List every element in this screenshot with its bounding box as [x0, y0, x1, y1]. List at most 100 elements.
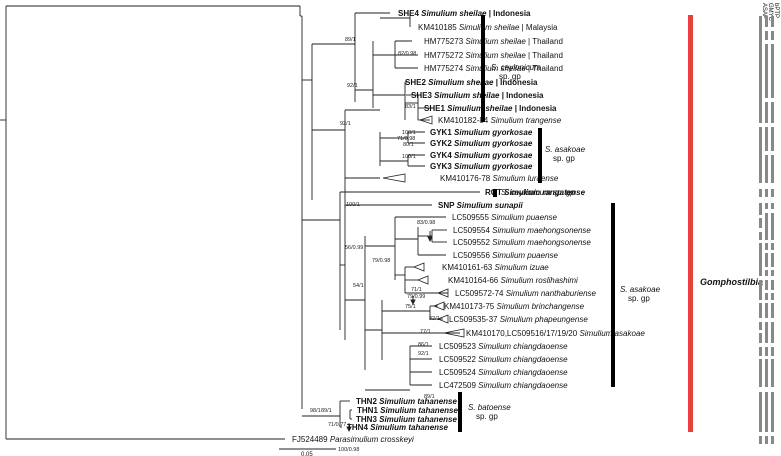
tip-id: LC509556: [453, 251, 492, 260]
tip-label: LC509572-74 Simulium nanthaburiense: [455, 289, 597, 298]
delimitation-segment: [765, 347, 768, 356]
tip-label: LC509555 Simulium puaense: [452, 213, 558, 222]
tip-label: KM410185 Simulium sheilae | Malaysia: [418, 23, 558, 32]
tip-label: HM775272 Simulium sheilae | Thailand: [424, 51, 563, 60]
delimitation-segment: [771, 155, 774, 183]
collapsed-clade-luraense: [382, 173, 406, 183]
delimitation-segment: [771, 189, 774, 197]
tip-species: Simulium gyorkosae: [454, 128, 533, 137]
tip-species: Simulium chiangdaoense: [478, 355, 568, 364]
species-group-suffix: sp. gp: [499, 72, 521, 81]
species-group-name: S. asakoae: [545, 145, 586, 154]
delimitation-segment: [759, 189, 762, 197]
support-value: 83/0.98: [417, 220, 435, 226]
support-value: 82/1: [429, 316, 440, 322]
tip-label: LC509523 Simulium chiangdaoense: [439, 342, 568, 351]
tip-id: KM410176-78: [440, 174, 492, 183]
delimitation-segment: [765, 189, 768, 197]
delimitation-segment: [759, 436, 762, 444]
tip-id: HM775273: [424, 37, 465, 46]
delimitation-segment: [771, 347, 774, 356]
species-group-name: S. asakoae: [620, 285, 661, 294]
species-group-name: S. batoense: [468, 403, 511, 412]
tip-id: LC509572-74: [455, 289, 506, 298]
tip-locality: | Malaysia: [519, 23, 558, 32]
tip-id: KM410161-63: [442, 263, 494, 272]
tip-label: SHE1 Simulium sheilae | Indonesia: [424, 104, 557, 113]
delimitation-segment: [759, 392, 762, 432]
tip-id: FJ524489: [292, 435, 330, 444]
tip-id: THN1: [357, 406, 380, 415]
delimitation-segment: [759, 232, 762, 240]
support-value: 100/1: [346, 202, 360, 208]
tip-label: GYK4 Simulium gyorkosae: [430, 151, 533, 160]
delimitation-segment: [771, 127, 774, 151]
tip-label: SHE2 Simulium sheilae | Indonesia: [405, 78, 538, 87]
tip-label: KM410173-75 Simulium brinchangense: [444, 302, 585, 311]
method-header: bPTP: [773, 3, 779, 18]
delimitation-segment: [759, 359, 762, 387]
support-value: 89/1: [345, 37, 356, 43]
delimitation-segment: [765, 31, 768, 40]
delimitation-segment: [765, 102, 768, 123]
tip-species: Simulium trangense: [490, 116, 561, 125]
tip-id: THN2: [356, 397, 379, 406]
delimitation-segment: [759, 347, 762, 356]
support-value: 71/1: [411, 287, 422, 293]
tip-label: KM410164-66 Simulium roslihashimi: [448, 276, 578, 285]
tip-id: SNP: [438, 201, 457, 210]
tip-label: SHE3 Simulium sheilae | Indonesia: [411, 91, 544, 100]
tip-id: GYK2: [430, 139, 454, 148]
support-value: 100/0.98: [338, 447, 359, 453]
delimitation-segment: [765, 280, 768, 290]
tip-id: LC509555: [452, 213, 491, 222]
support-values: 89/192/182/0.9883/171/0.9880/192/1100/11…: [310, 37, 440, 453]
tip-locality: | Indonesia: [493, 78, 538, 87]
support-value: 89/1: [424, 394, 435, 400]
delimitation-segment: [771, 392, 774, 432]
tip-locality: | Thailand: [526, 64, 563, 73]
support-value: 92/1: [418, 351, 429, 357]
delimitation-segment: [759, 16, 762, 123]
delimitation-segment: [771, 203, 774, 209]
delimitation-segment: [765, 243, 768, 250]
tip-species: Simulium roslihashimi: [500, 276, 578, 285]
tip-species: Simulium sheilae: [459, 23, 520, 32]
tip-species: Simulium maehongsonense: [492, 226, 591, 235]
species-group-bar: [538, 128, 542, 183]
delimitation-segment: [759, 203, 762, 215]
delimitation-segment: [765, 270, 768, 276]
tip-id: GYK3: [430, 162, 454, 171]
tip-id: SHE1: [424, 104, 447, 113]
method-header: ASAP: [761, 3, 767, 19]
support-value: 79/0.98: [372, 258, 390, 264]
tip-species: Simulium gyorkosae: [454, 139, 533, 148]
delimitation-segment: [765, 127, 768, 151]
tip-species: Simulium puaense: [491, 213, 557, 222]
delimitation-segment: [759, 322, 762, 330]
tip-id: KM410185: [418, 23, 459, 32]
tip-species: Simulium sheilae: [421, 9, 487, 18]
tip-label: THN2 Simulium tahanense: [356, 397, 457, 406]
tip-label: GYK1 Simulium gyorkosae: [430, 128, 533, 137]
tip-label: LC509535-37 Simulium phapeungense: [449, 315, 588, 324]
tip-label: GYK3 Simulium gyorkosae: [430, 162, 533, 171]
delimitation-segment: [765, 16, 768, 27]
tip-id: LC509552: [453, 238, 492, 247]
tip-labels: SHE4 Simulium sheilae | IndonesiaKM41018…: [292, 9, 645, 444]
tip-species: Simulium sheilae: [447, 104, 513, 113]
tip-locality: | Indonesia: [486, 9, 531, 18]
tip-id: THN4: [347, 423, 370, 432]
delimitation-segment: [771, 359, 774, 387]
tip-species: Simulium tahanense: [379, 397, 457, 406]
tip-species: Simulium luraense: [492, 174, 558, 183]
delimitation-segment: [771, 303, 774, 318]
delimitation-segment: [765, 392, 768, 432]
tip-species: Simulium maehongsonense: [492, 238, 591, 247]
tip-species: Simulium tahanense: [370, 423, 448, 432]
support-value: 89/1: [321, 408, 332, 414]
tip-species: Simulium sheilae: [428, 78, 494, 87]
tip-label: KM410161-63 Simulium izuae: [442, 263, 549, 272]
tip-id: LC509524: [439, 368, 478, 377]
